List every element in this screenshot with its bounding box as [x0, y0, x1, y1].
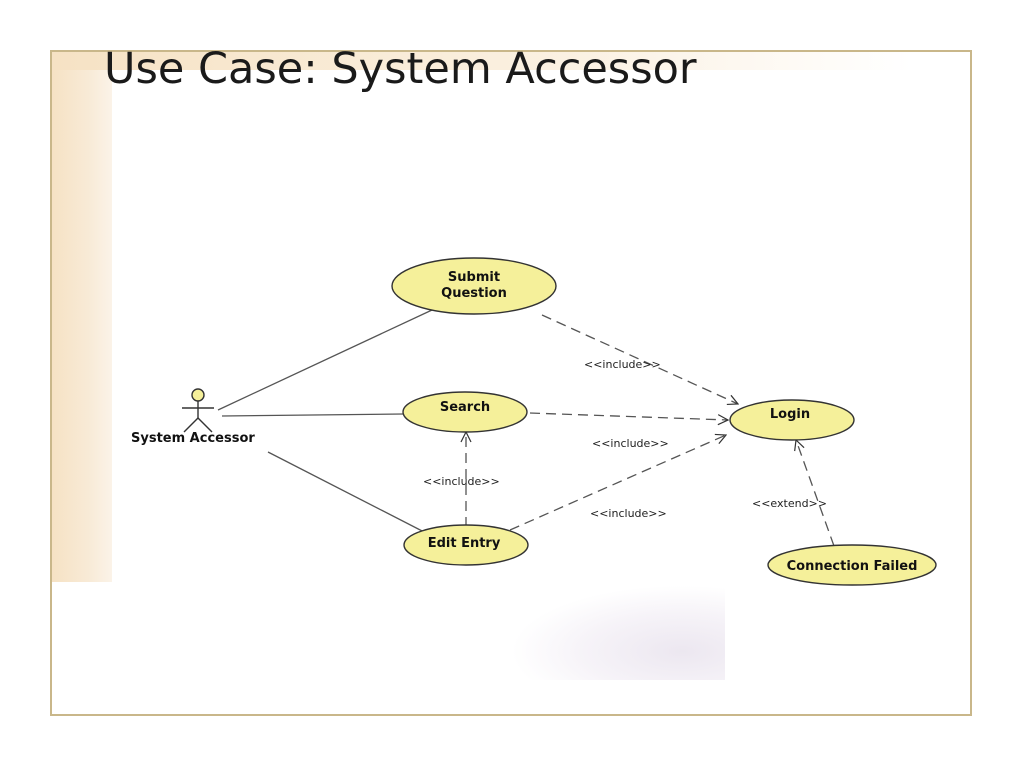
slide-top-band — [52, 52, 912, 70]
label-connfail-login: <<extend>> — [752, 497, 827, 510]
edit-entry-label: Edit Entry — [428, 536, 501, 551]
use-case-login: Login — [729, 399, 855, 441]
association-actor-edit — [267, 451, 429, 535]
search-label: Search — [440, 400, 490, 415]
use-case-search: Search — [402, 391, 528, 433]
label-search-login: <<include>> — [592, 437, 669, 450]
extend-connfail-login — [796, 440, 835, 547]
use-case-submit-question: Submit Question — [391, 257, 557, 315]
use-case-edit-entry: Edit Entry — [403, 524, 529, 566]
slide-title: Use Case: System Accessor — [104, 44, 697, 94]
include-edit-login — [509, 435, 726, 531]
slide-side-band — [52, 52, 112, 582]
label-edit-login: <<include>> — [590, 507, 667, 520]
label-edit-search: <<include>> — [423, 475, 500, 488]
login-label: Login — [770, 407, 810, 422]
include-search-login — [529, 412, 728, 420]
association-actor-submit — [217, 309, 433, 411]
label-submit-login: <<include>> — [584, 358, 661, 371]
background-smudge — [510, 585, 725, 680]
stick-figure-icon — [182, 388, 214, 433]
submit-question-line1: Submit — [448, 270, 500, 285]
association-actor-search — [221, 413, 404, 417]
submit-question-line2: Question — [441, 286, 507, 301]
include-submit-login — [541, 314, 738, 404]
actor-label: System Accessor — [131, 431, 255, 446]
connection-failed-label: Connection Failed — [787, 559, 918, 574]
use-case-connection-failed: Connection Failed — [767, 544, 937, 586]
